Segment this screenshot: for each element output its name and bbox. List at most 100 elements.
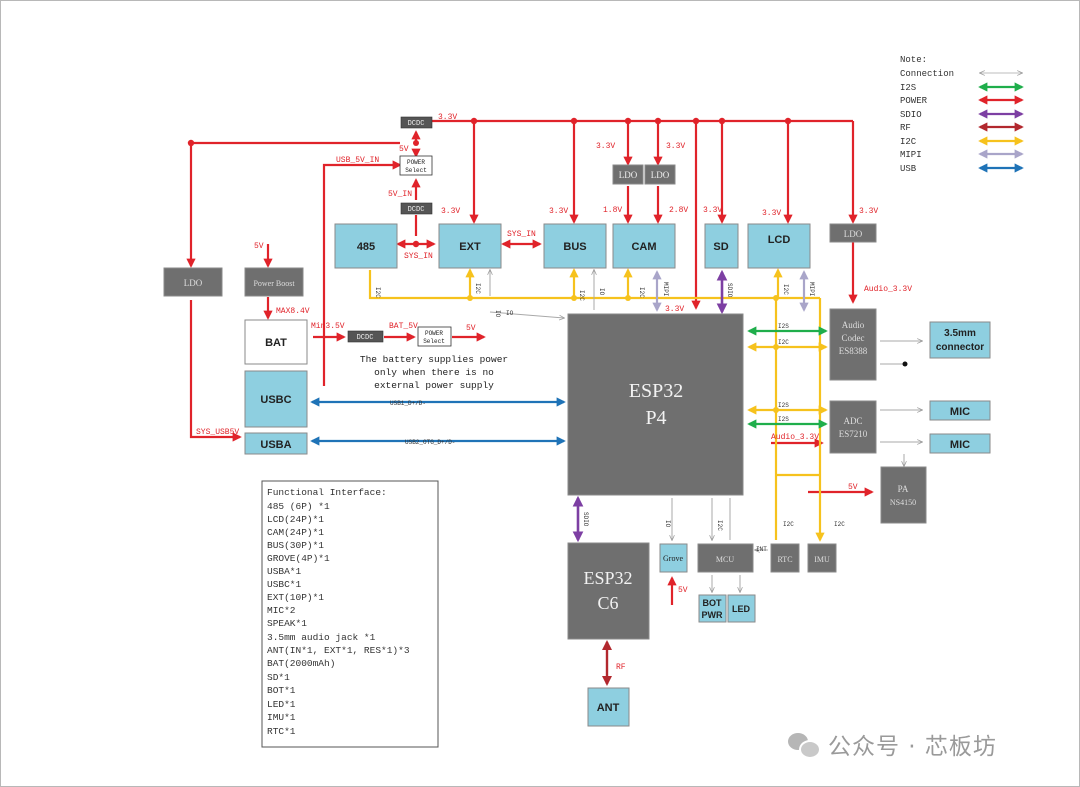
block-power-boost[interactable] <box>244 267 304 297</box>
lbl-i2c-codec: I2C <box>778 339 789 346</box>
legend-item-sdio: SDIO <box>900 109 1024 120</box>
legend-title: Note: <box>900 55 927 65</box>
block-mcu[interactable] <box>697 543 754 573</box>
block-ant[interactable] <box>587 687 630 727</box>
block-esp32-c6[interactable] <box>567 542 650 640</box>
wechat-icon <box>788 731 821 759</box>
connection-wires <box>490 270 922 592</box>
label-psel-bat-1: POWER <box>425 330 443 337</box>
block-ldo-1[interactable] <box>612 164 644 185</box>
label-pwr: PWR <box>702 610 723 620</box>
label-sd: SD <box>713 241 728 253</box>
lbl-v-i2c-mcu: I2C <box>716 520 723 531</box>
block-grove[interactable] <box>659 543 688 573</box>
block-ldo-audio[interactable] <box>829 223 877 243</box>
power-junctions <box>187 117 792 248</box>
block-audio-codec[interactable] <box>829 308 877 381</box>
block-ext[interactable] <box>438 223 502 269</box>
block-lcd[interactable] <box>747 223 811 269</box>
lbl-v-sdio-c6: SDIO <box>582 512 589 527</box>
label-codec-1: Audio <box>842 320 865 330</box>
label-led: LED <box>732 604 751 614</box>
label-rtc: RTC <box>777 555 792 564</box>
functional-item: ANT(IN*1, EXT*1, RES*1)*3 <box>267 645 410 656</box>
watermark: 公众号 · 芯板坊 <box>788 728 1058 760</box>
svg-text:POWER: POWER <box>900 96 928 106</box>
lbl-sys-usb5v: SYS_USB5V <box>196 428 239 437</box>
block-esp32-p4[interactable] <box>567 313 744 496</box>
i2c-wires <box>368 268 828 542</box>
block-dcdc-bat[interactable] <box>347 330 384 343</box>
label-imu: IMU <box>814 555 830 564</box>
lbl-rf: RF <box>616 663 626 672</box>
label-485: 485 <box>357 241 375 253</box>
functional-title: Functional Interface: <box>267 487 387 498</box>
power-select-blocks <box>399 155 452 347</box>
dcdc-blocks <box>347 116 433 343</box>
functional-item: BOT*1 <box>267 685 296 696</box>
functional-interface: Functional Interface: 485 (6P) *1 LCD(24… <box>261 480 439 748</box>
label-mic-2: MIC <box>950 439 970 451</box>
lbl-usb5v-in: USB_5V_IN <box>336 156 379 165</box>
legend-item-i2s: I2S <box>900 82 1024 93</box>
block-pa[interactable] <box>880 466 927 524</box>
legend-item-mipi: MIPI <box>900 149 1024 160</box>
block-ldo-left[interactable] <box>163 267 223 297</box>
block-bat[interactable] <box>244 319 308 365</box>
label-bot: BOT <box>703 598 723 608</box>
block-mic-1[interactable] <box>929 400 991 421</box>
label-ant: ANT <box>597 702 620 714</box>
block-cam[interactable] <box>612 223 676 269</box>
label-codec-2: Codec <box>842 333 865 343</box>
block-usba[interactable] <box>244 432 308 455</box>
label-usba: USBA <box>260 439 291 451</box>
functional-item: BAT(2000mAh) <box>267 658 335 669</box>
block-power-select-bat[interactable] <box>417 326 452 347</box>
block-bot-pwr[interactable] <box>698 594 727 623</box>
label-mcu: MCU <box>716 555 734 564</box>
lbl-2v8: 2.8V <box>669 206 688 215</box>
block-imu[interactable] <box>807 543 837 573</box>
legend: Note: Connection I2S POWER SDIO RF I2C M… <box>900 55 1024 174</box>
functional-item: USBA*1 <box>267 566 302 577</box>
lbl-sys-in-b: SYS_IN <box>507 230 536 239</box>
lbl-i2c-rtc: I2C <box>783 521 794 528</box>
block-led[interactable] <box>727 594 756 623</box>
functional-item: USBC*1 <box>267 579 302 590</box>
label-ldo-left: LDO <box>184 278 203 288</box>
lbl-audio-3v3-b: Audio_3.3V <box>771 433 819 442</box>
block-rtc[interactable] <box>770 543 800 573</box>
lbl-i2s-codec: I2S <box>778 323 789 330</box>
block-connector[interactable] <box>929 321 991 359</box>
svg-text:RF: RF <box>900 123 911 133</box>
lbl-3v3-ext: 3.3V <box>441 207 460 216</box>
block-bus[interactable] <box>543 223 607 269</box>
sdio-wires <box>572 269 728 543</box>
label-psel-top-2: Select <box>405 167 427 174</box>
lbl-v-mipi-cam: MIPI <box>662 282 669 296</box>
battery-note-2: only when there is no <box>374 367 494 378</box>
lbl-v-i2c-cam: I2C <box>638 287 645 298</box>
block-dcdc-top[interactable] <box>400 116 433 129</box>
block-mic-2[interactable] <box>929 433 991 454</box>
functional-item: IMU*1 <box>267 712 296 723</box>
block-usbc[interactable] <box>244 370 308 428</box>
block-ldo-2[interactable] <box>644 164 676 185</box>
block-dcdc-mid[interactable] <box>400 202 433 215</box>
lbl-i2s-adc: I2S <box>778 402 789 409</box>
svg-text:I2C: I2C <box>900 137 917 147</box>
label-adc-1: ADC <box>843 416 862 426</box>
functional-item: BUS(30P)*1 <box>267 540 324 551</box>
block-sd[interactable] <box>704 223 739 269</box>
block-power-select-top[interactable] <box>399 155 433 176</box>
block-adc[interactable] <box>829 400 877 454</box>
label-mic-1: MIC <box>950 406 970 418</box>
label-adc-2: ES7210 <box>839 429 868 439</box>
lbl-i2s-adc-2: I2S <box>778 416 789 423</box>
lbl-3v3-bus: 3.3V <box>549 207 568 216</box>
legend-item-i2c: I2C <box>900 136 1024 147</box>
block-485[interactable] <box>334 223 398 269</box>
label-dcdc-mid: DCDC <box>408 206 425 214</box>
lbl-5v-boost: 5V <box>254 242 264 251</box>
